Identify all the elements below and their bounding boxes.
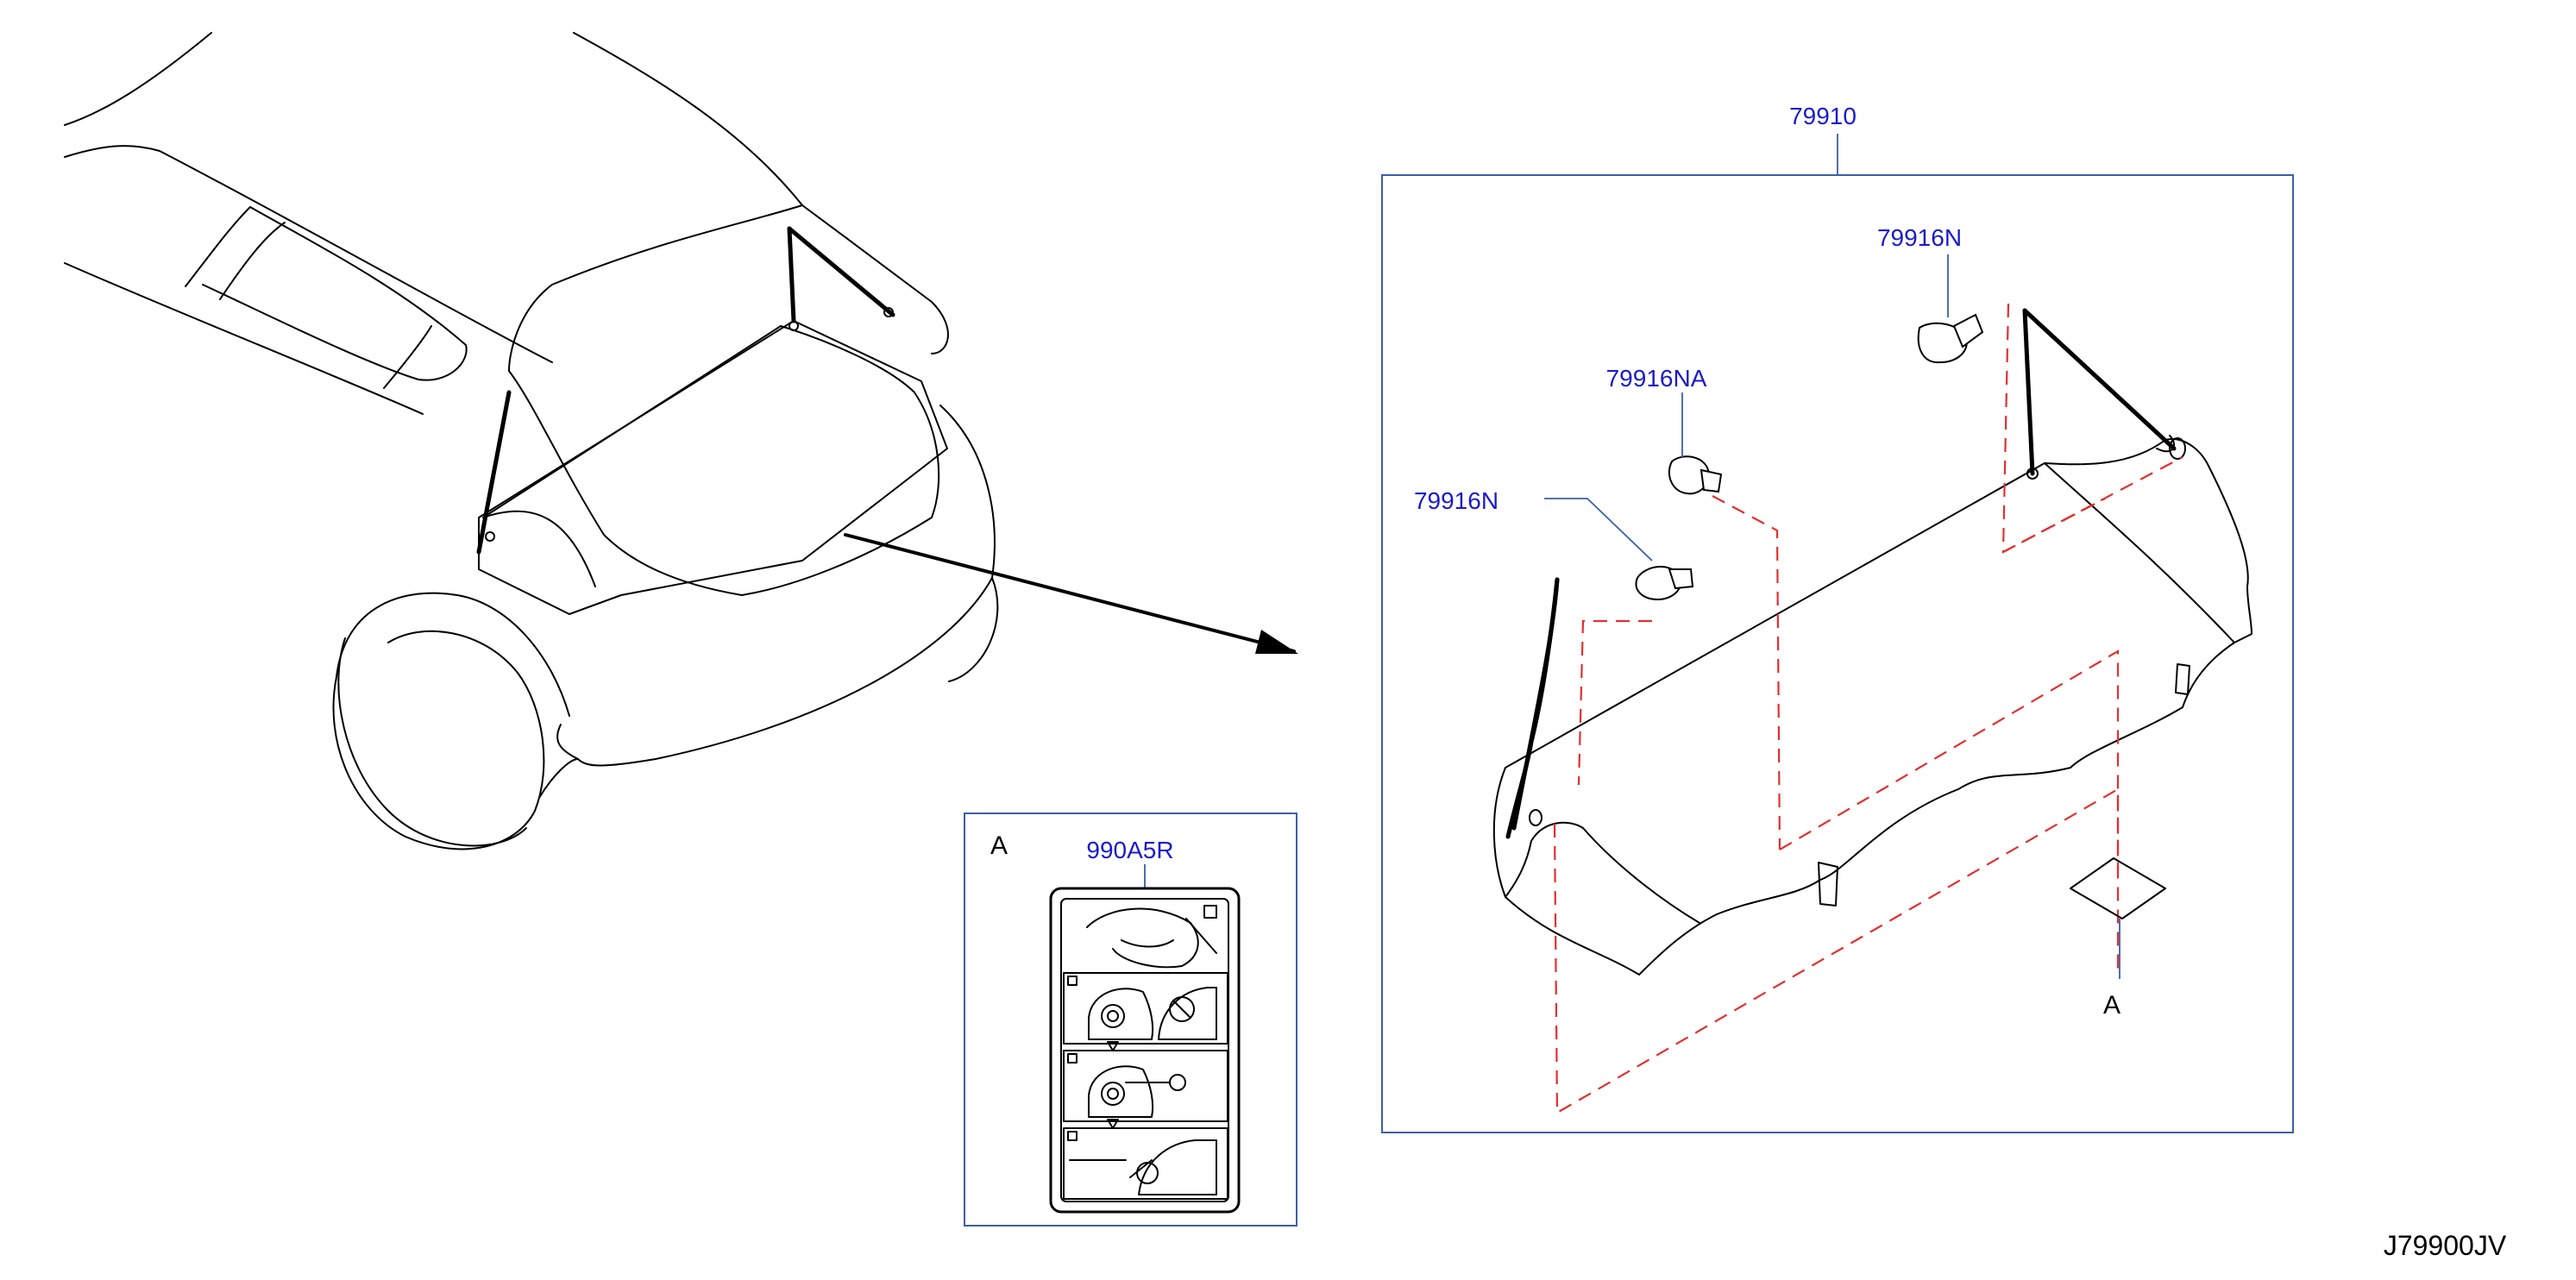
label-location-A: A: [2070, 857, 2166, 1020]
part-number-79916N-lower[interactable]: 79916N: [1414, 487, 1498, 514]
clip-79916N-lower[interactable]: 79916N: [1414, 487, 1694, 601]
part-number-990A5R[interactable]: 990A5R: [1086, 837, 1173, 863]
clip-79916NA[interactable]: 79916NA: [1606, 365, 1723, 495]
part-number-79910[interactable]: 79910: [1789, 103, 1857, 129]
parcel-shelf: [1492, 303, 2252, 1114]
warning-label-990A5R[interactable]: [1049, 887, 1241, 1214]
part-number-79916NA[interactable]: 79916NA: [1606, 365, 1707, 392]
vehicle-rear-illustration: [64, 32, 1298, 850]
part-number-79916N-upper[interactable]: 79916N: [1877, 224, 1962, 251]
assembly-frame-79910: 79910: [1381, 103, 2294, 1133]
clip-79916N-upper[interactable]: 79916N: [1877, 224, 1984, 364]
diagram-code: J79900JV: [2384, 1230, 2507, 1261]
detail-frame-A: A 990A5R: [964, 813, 1297, 1227]
label-location-ref-A: A: [2103, 991, 2120, 1020]
detail-ref-A: A: [990, 831, 1008, 860]
